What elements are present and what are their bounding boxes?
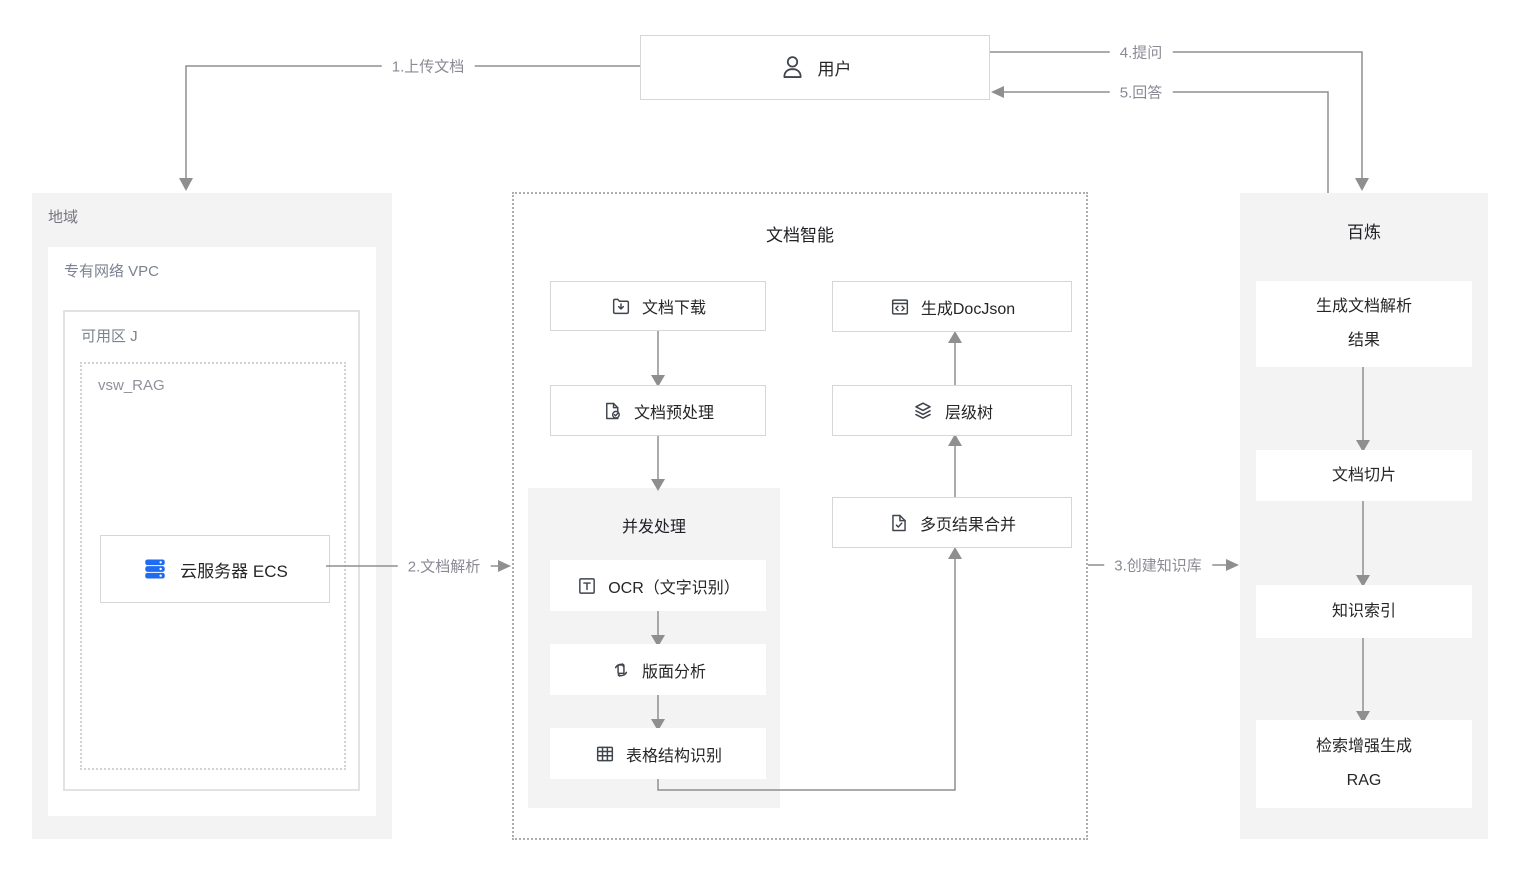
step-label-line: 检索增强生成	[1315, 738, 1412, 755]
node-label: 表格结构识别	[625, 747, 722, 765]
region-container: 地域 专有网络 VPC 可用区 J vsw_RAG	[32, 193, 392, 839]
zone-label: 可用区 J	[81, 328, 138, 345]
bailian-step-chunking: 文档切片	[1256, 450, 1472, 501]
doc-checkmark-icon	[888, 512, 910, 534]
step-label-line: RAG	[1346, 772, 1382, 789]
vpc-label: 专有网络 VPC	[64, 263, 160, 280]
doc-rotate-arrows-icon	[610, 659, 632, 681]
docmind-title: 文档智能	[766, 226, 834, 245]
docmind-node-download: 文档下载	[550, 281, 766, 331]
node-label: 多页结果合并	[919, 516, 1016, 534]
zone-panel: 可用区 J vsw_RAG	[63, 310, 360, 791]
docmind-node-table: 表格结构识别	[550, 728, 766, 779]
docmind-node-docjson: 生成DocJson	[832, 281, 1072, 332]
step-label-line: 结果	[1347, 332, 1380, 349]
doc-check-circle-icon	[602, 400, 624, 422]
node-label: 层级树	[944, 404, 993, 422]
flow-label-create-kb: 3.创建知识库	[1104, 554, 1212, 576]
docmind-node-ocr: OCR（文字识别）	[550, 560, 766, 611]
folder-download-icon	[610, 295, 632, 317]
step-label-line: 知识索引	[1331, 602, 1396, 620]
ecs-node: 云服务器 ECS	[100, 535, 330, 603]
node-label: 版面分析	[641, 663, 706, 681]
flow-label-parse: 2.文档解析	[397, 555, 491, 577]
bailian-step-parse-result: 生成文档解析 结果	[1256, 281, 1472, 367]
ecs-label: 云服务器 ECS	[180, 561, 288, 581]
vswitch-label: vsw_RAG	[98, 377, 165, 394]
server-stack-icon	[142, 556, 168, 582]
flow-label-answer: 5.回答	[1109, 81, 1173, 103]
docmind-node-preprocess: 文档预处理	[550, 385, 766, 436]
vpc-panel: 专有网络 VPC 可用区 J vsw_RAG	[48, 247, 376, 816]
node-label: 生成DocJson	[920, 300, 1016, 318]
user-icon	[779, 54, 806, 81]
letter-t-square-icon	[576, 575, 598, 597]
flow-label-upload: 1.上传文档	[381, 55, 475, 77]
bailian-step-index: 知识索引	[1256, 585, 1472, 638]
region-label: 地域	[48, 209, 79, 226]
user-node: 用户	[640, 35, 990, 100]
vswitch-panel: vsw_RAG	[80, 362, 346, 770]
flow-label-ask: 4.提问	[1109, 41, 1173, 63]
step-label-line: 文档切片	[1331, 466, 1396, 484]
table-grid-icon	[594, 743, 616, 765]
layers-stack-icon	[911, 399, 935, 423]
step-label-line: 生成文档解析	[1315, 298, 1412, 315]
docmind-node-tree: 层级树	[832, 385, 1072, 436]
concurrent-title: 并发处理	[621, 519, 686, 536]
node-label: OCR（文字识别）	[608, 579, 740, 597]
docmind-node-layout: 版面分析	[550, 644, 766, 695]
bailian-step-rag: 检索增强生成 RAG	[1256, 720, 1472, 808]
node-label: 文档下载	[641, 300, 706, 317]
docmind-node-merge: 多页结果合并	[832, 497, 1072, 548]
bailian-title: 百炼	[1347, 223, 1381, 242]
user-label: 用户	[817, 60, 852, 79]
code-window-icon	[889, 296, 911, 318]
node-label: 文档预处理	[633, 404, 714, 422]
